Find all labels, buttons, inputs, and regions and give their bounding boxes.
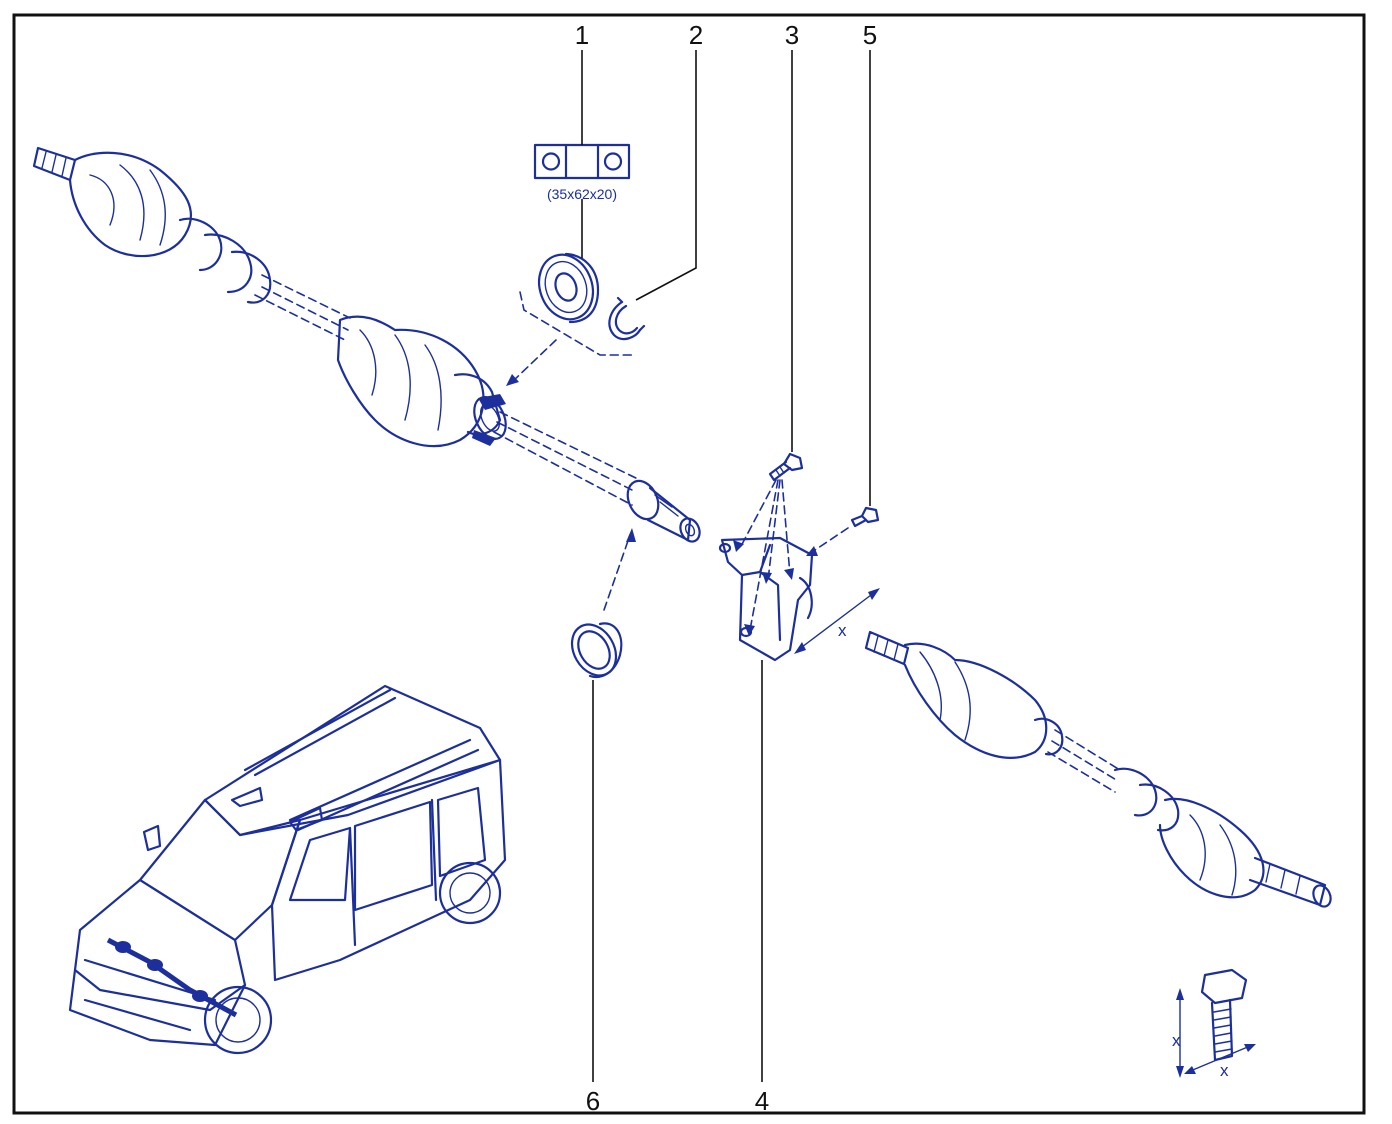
bolt-part [768,452,804,482]
bolt-detail-icon [1176,968,1256,1078]
oil-seal-part [570,528,636,679]
callout-3: 3 [785,20,799,50]
bolt-length-label: x [1172,1031,1181,1050]
callout-2: 2 [689,20,703,50]
circlip-part [608,296,646,341]
right-drive-shaft [864,630,1332,908]
left-drive-shaft [32,146,701,543]
screw-part [806,506,880,556]
diagram-frame [12,13,1366,1115]
callout-5: 5 [863,20,877,50]
vehicle-location-icon [68,684,507,1055]
bearing-size-label: (35x62x20) [547,186,617,202]
bolt-diameter-label: x [1220,1061,1229,1080]
bearing-symbol-icon [533,143,631,180]
callout-6: 6 [586,1086,600,1116]
callout-4: 4 [755,1086,769,1116]
callout-1: 1 [575,20,589,50]
bearing-bracket-part [718,479,880,662]
bracket-dimension-label: x [838,621,847,640]
callout-leaders [581,50,871,1082]
bearing-part [506,252,633,386]
